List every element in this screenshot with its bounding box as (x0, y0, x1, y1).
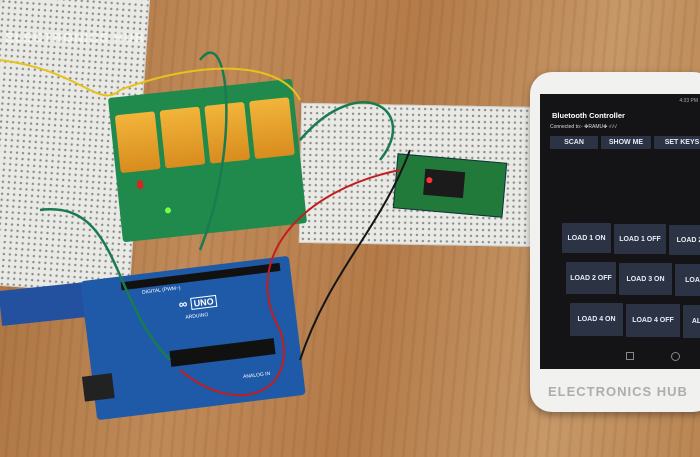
red-wire (179, 169, 401, 397)
watermark-top: ELECTRONICS HUB (5, 30, 145, 45)
load-4-on-button[interactable]: LOAD 4 ON (570, 303, 623, 336)
show-me-button[interactable]: SHOW ME (601, 136, 651, 149)
phone-screen: 4:33 PM Bluetooth Controller Connected t… (540, 94, 700, 369)
load-3-off-button[interactable]: LOA (675, 264, 700, 296)
all-button[interactable]: AL (683, 305, 700, 338)
load-4-off-button[interactable]: LOAD 4 OFF (626, 304, 680, 337)
green-wire (39, 208, 171, 361)
connection-status: Connected to:- ✤RAMU✤ √√√ (550, 124, 617, 130)
green-wire (198, 51, 228, 251)
load-1-off-button[interactable]: LOAD 1 OFF (614, 224, 666, 254)
load-1-on-button[interactable]: LOAD 1 ON (562, 223, 611, 253)
yellow-wire (0, 59, 301, 101)
load-2-off-button[interactable]: LOAD 2 OFF (566, 262, 616, 294)
nav-recent-icon[interactable] (626, 352, 634, 360)
green-wire (299, 101, 395, 161)
app-title: Bluetooth Controller (552, 111, 625, 120)
load-2-on-button[interactable]: LOAD 2 (669, 225, 700, 255)
black-wire (299, 149, 411, 361)
load-3-on-button[interactable]: LOAD 3 ON (619, 263, 672, 295)
watermark-bottom: ELECTRONICS HUB (548, 384, 688, 399)
scan-button[interactable]: SCAN (550, 136, 598, 149)
set-keys-button[interactable]: SET KEYS (654, 136, 700, 149)
status-time: 4:33 PM (679, 98, 698, 104)
nav-home-icon[interactable] (671, 352, 680, 361)
